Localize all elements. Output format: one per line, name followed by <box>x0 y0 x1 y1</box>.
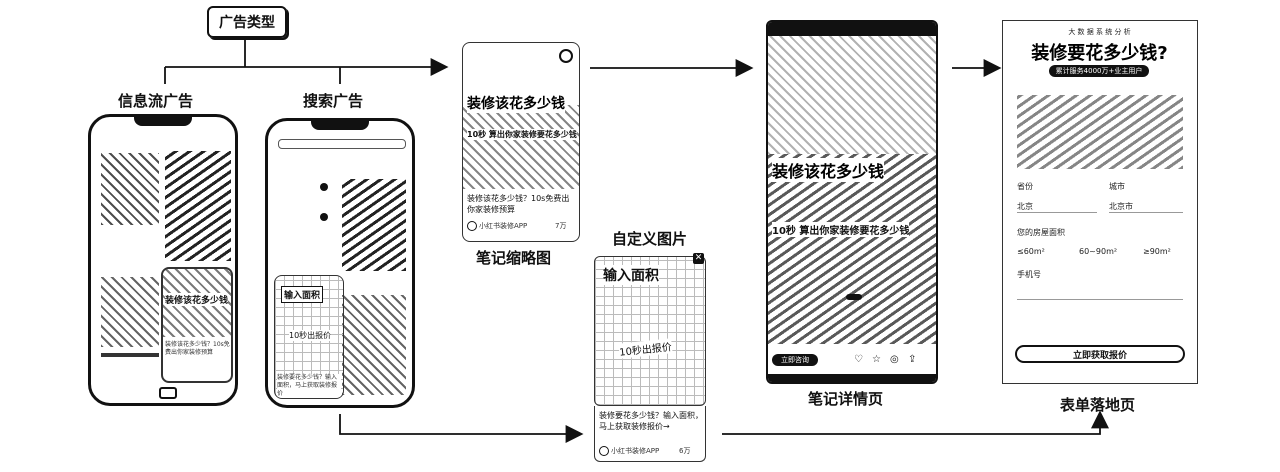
ad-type-badge: 广告类型 <box>207 6 287 38</box>
bottom-bar <box>768 374 936 382</box>
form-area-option-2[interactable]: 60~90m² <box>1079 247 1118 256</box>
form-city-label: 省份 <box>1017 182 1033 191</box>
account-avatar <box>599 446 609 456</box>
thumbnail-account: 小红书装修APP <box>479 222 528 230</box>
sofa-illustration <box>1017 95 1183 169</box>
page-indicator <box>846 294 862 300</box>
search-ad-tag: 输入面积 <box>281 286 324 303</box>
feed-image-2 <box>165 151 231 261</box>
custom-image-card[interactable]: 输入面积 10秒出报价 <box>594 256 706 406</box>
connector-search-custom <box>339 414 584 443</box>
feed-ad-card[interactable]: 装修该花多少钱 装修该花多少钱？10s免费出你家装修预算 <box>161 267 233 383</box>
custom-account: 小红书装修APP <box>611 447 660 455</box>
form-subtitle: 累计服务4000万+业主用户 <box>1049 65 1149 77</box>
label-search-ad: 搜索广告 <box>303 92 364 110</box>
thumbnail-likes: 7万 <box>555 222 567 230</box>
home-tab-icon[interactable] <box>159 387 177 399</box>
search-phone: 输入面积 10秒出报价 装修要花多少钱？输入面积，马上获取装修报价 <box>265 118 415 408</box>
phone-notch-2 <box>311 121 369 130</box>
feed-ad-caption: 装修该花多少钱？10s免费出你家装修预算 <box>165 341 230 356</box>
phone-notch <box>134 117 192 126</box>
sound-icon <box>559 49 573 63</box>
feed-image-3 <box>101 277 159 347</box>
form-top-text: 大 数 据 系 统 分 析 <box>1068 28 1131 36</box>
star-icon[interactable]: ☆ <box>872 354 881 365</box>
label-note-detail: 笔记详情页 <box>808 390 884 408</box>
label-feed-ad: 信息流广告 <box>118 92 194 110</box>
note-thumbnail-card[interactable]: 装修该花多少钱 10秒 算出你家装修要花多少钱 装修该花多少钱？10s免费出你家… <box>462 42 580 242</box>
search-ad-caption: 装修要花多少钱？输入面积，马上获取装修报价 <box>277 374 341 398</box>
detail-sub: 10秒 算出你家装修要花多少钱 <box>772 222 910 237</box>
form-submit-button[interactable]: 立即获取报价 <box>1015 345 1185 363</box>
form-district-select[interactable]: 北京市 <box>1109 201 1183 213</box>
search-result-image <box>342 179 406 271</box>
form-district-label: 城市 <box>1109 182 1125 191</box>
feed-ad-text: 装修该花多少钱 <box>165 293 229 306</box>
comment-icon[interactable]: ◎ <box>890 354 899 365</box>
custom-likes: 6万 <box>679 447 691 455</box>
form-city-select[interactable]: 北京 <box>1017 201 1097 213</box>
form-area-option-3[interactable]: ≥90m² <box>1143 247 1171 256</box>
note-detail-phone: 装修该花多少钱 10秒 算出你家装修要花多少钱 立即咨询 ♡ ☆ ◎ ⇪ <box>766 20 938 384</box>
custom-headline: 输入面积 <box>603 265 659 285</box>
custom-center: 10秒出报价 <box>618 338 673 359</box>
feed-text-line <box>101 353 159 357</box>
feed-phone: 装修该花多少钱 装修该花多少钱？10s免费出你家装修预算 <box>88 114 238 406</box>
thumbnail-sub: 10秒 算出你家装修要花多少钱 <box>467 129 577 140</box>
form-landing-page: 大 数 据 系 统 分 析 装修要花多少钱? 累计服务4000万+业主用户 省份… <box>1002 20 1198 384</box>
dot-icon <box>320 183 328 191</box>
close-icon[interactable]: ✕ <box>693 253 704 264</box>
share-icon[interactable]: ⇪ <box>908 354 917 365</box>
like-icon[interactable]: ♡ <box>854 354 863 365</box>
form-phone-input[interactable] <box>1017 287 1183 300</box>
form-phone-label: 手机号 <box>1017 270 1041 279</box>
detail-cta-button[interactable]: 立即咨询 <box>772 354 818 366</box>
custom-caption: 装修要花多少钱？输入面积，马上获取装修报价→ <box>599 411 703 431</box>
form-area-label: 您的房屋面积 <box>1017 228 1065 237</box>
label-note-thumbnail: 笔记缩略图 <box>476 249 552 267</box>
dot-icon <box>320 213 328 221</box>
detail-image-main <box>768 154 936 344</box>
search-ad-center: 10秒出报价 <box>289 330 332 341</box>
search-ad-card[interactable]: 输入面积 10秒出报价 装修要花多少钱？输入面积，马上获取装修报价 <box>274 275 344 399</box>
thumbnail-headline: 装修该花多少钱 <box>467 93 565 113</box>
detail-headline: 装修该花多少钱 <box>772 158 885 182</box>
feed-image-1 <box>101 153 159 225</box>
account-avatar <box>467 221 477 231</box>
detail-image-top <box>768 36 936 154</box>
custom-caption-card[interactable]: 装修要花多少钱？输入面积，马上获取装修报价→ 小红书装修APP 6万 <box>594 406 706 462</box>
label-form-landing: 表单落地页 <box>1060 396 1136 414</box>
search-result-image-2 <box>342 295 406 395</box>
arrow-custom-form <box>722 410 1109 435</box>
thumbnail-image <box>463 105 579 189</box>
form-area-option-1[interactable]: ≤60m² <box>1017 247 1045 256</box>
label-custom-image: 自定义图片 <box>612 230 688 248</box>
search-bar[interactable] <box>278 139 406 149</box>
status-bar <box>768 22 936 36</box>
thumbnail-caption: 装修该花多少钱？10s免费出你家装修预算 <box>467 194 570 214</box>
form-title: 装修要花多少钱? <box>1031 43 1168 64</box>
